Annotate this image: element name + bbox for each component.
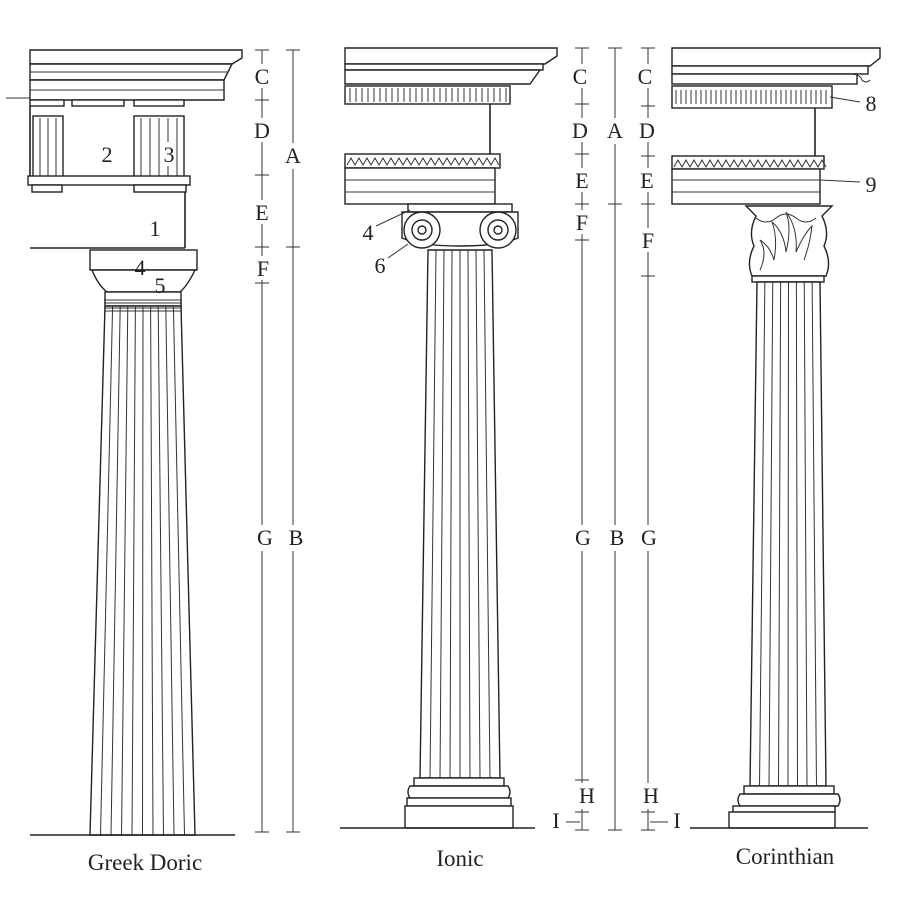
label-A-doric: A bbox=[285, 143, 301, 168]
caption-corinthian: Corinthian bbox=[736, 844, 835, 869]
label-F-corinthian: F bbox=[642, 228, 654, 253]
number-4-doric: 4 bbox=[135, 255, 146, 280]
flute-line bbox=[110, 305, 121, 836]
flute-line bbox=[131, 305, 136, 836]
flute-line bbox=[100, 305, 114, 836]
flute-line bbox=[795, 281, 798, 787]
ionic-order bbox=[340, 47, 558, 829]
number-8: 8 bbox=[866, 91, 877, 116]
doric-cornice bbox=[6, 49, 243, 107]
number-5: 5 bbox=[155, 273, 166, 298]
corinthian-capital bbox=[744, 205, 834, 283]
label-D-ionic: D bbox=[572, 118, 588, 143]
caption-ionic: Ionic bbox=[436, 846, 483, 871]
label-G-corinthian: G bbox=[641, 525, 657, 550]
dimension-labels: C D E F G A B C D E F G H I A B C D E F … bbox=[250, 64, 681, 833]
label-B-doric: B bbox=[289, 525, 304, 550]
corinthian-order bbox=[671, 47, 881, 829]
corinthian-base bbox=[728, 785, 841, 829]
label-E-corinthian: E bbox=[640, 168, 653, 193]
ionic-capital bbox=[401, 203, 519, 249]
ionic-base bbox=[404, 777, 514, 829]
number-6: 6 bbox=[375, 253, 386, 278]
flute-line bbox=[467, 249, 471, 779]
corinthian-cornice bbox=[671, 47, 881, 109]
flute-line bbox=[172, 305, 185, 836]
doric-shaft bbox=[89, 299, 196, 836]
flute-line bbox=[165, 305, 175, 836]
part-numbers: 2 3 1 4 5 4 6 8 9 bbox=[102, 91, 877, 298]
label-D-doric: D bbox=[254, 118, 270, 143]
flute-line bbox=[142, 305, 144, 836]
label-H-ionic: H bbox=[579, 783, 595, 808]
label-C-ionic: C bbox=[573, 64, 588, 89]
label-F-ionic: F bbox=[576, 210, 588, 235]
label-G-ionic: G bbox=[575, 525, 591, 550]
label-C-corinthian: C bbox=[638, 64, 653, 89]
number-4-ionic: 4 bbox=[363, 220, 374, 245]
label-C-doric: C bbox=[255, 64, 270, 89]
ionic-shaft bbox=[419, 249, 501, 779]
flute-line bbox=[449, 249, 453, 779]
flute-line bbox=[778, 281, 782, 787]
label-I-ionic: I bbox=[552, 808, 559, 833]
corinthian-shaft bbox=[749, 281, 827, 787]
flute-line bbox=[157, 305, 164, 836]
number-3: 3 bbox=[164, 142, 175, 167]
flute-line bbox=[803, 281, 808, 787]
flute-line bbox=[483, 249, 491, 779]
flute-line bbox=[121, 305, 129, 836]
label-E-doric: E bbox=[255, 200, 268, 225]
label-G-doric: G bbox=[257, 525, 273, 550]
label-B-ionic: B bbox=[610, 525, 625, 550]
label-D-corinthian: D bbox=[639, 118, 655, 143]
doric-order bbox=[6, 49, 243, 836]
corinthian-architrave bbox=[671, 168, 821, 205]
label-I-corinthian: I bbox=[673, 808, 680, 833]
caption-greek-doric: Greek Doric bbox=[88, 850, 202, 875]
captions: Greek Doric Ionic Corinthian bbox=[88, 844, 835, 875]
flute-line bbox=[439, 249, 445, 779]
flute-line bbox=[787, 281, 789, 787]
flute-line bbox=[811, 281, 817, 787]
doric-architrave bbox=[30, 192, 186, 249]
doric-frieze bbox=[27, 106, 191, 193]
label-E-ionic: E bbox=[575, 168, 588, 193]
corinthian-frieze bbox=[671, 108, 827, 170]
label-F-doric: F bbox=[257, 256, 269, 281]
number-2: 2 bbox=[102, 142, 113, 167]
flute-line bbox=[475, 249, 481, 779]
flute-line bbox=[759, 281, 766, 787]
ionic-cornice bbox=[344, 47, 558, 105]
ionic-frieze bbox=[344, 104, 501, 169]
flute-line bbox=[429, 249, 437, 779]
label-H-corinthian: H bbox=[643, 783, 659, 808]
ionic-architrave bbox=[344, 167, 496, 205]
number-1: 1 bbox=[150, 216, 161, 241]
flute-line bbox=[768, 281, 774, 787]
number-9: 9 bbox=[866, 172, 877, 197]
flute-line bbox=[150, 305, 154, 836]
label-A-ionic: A bbox=[607, 118, 623, 143]
